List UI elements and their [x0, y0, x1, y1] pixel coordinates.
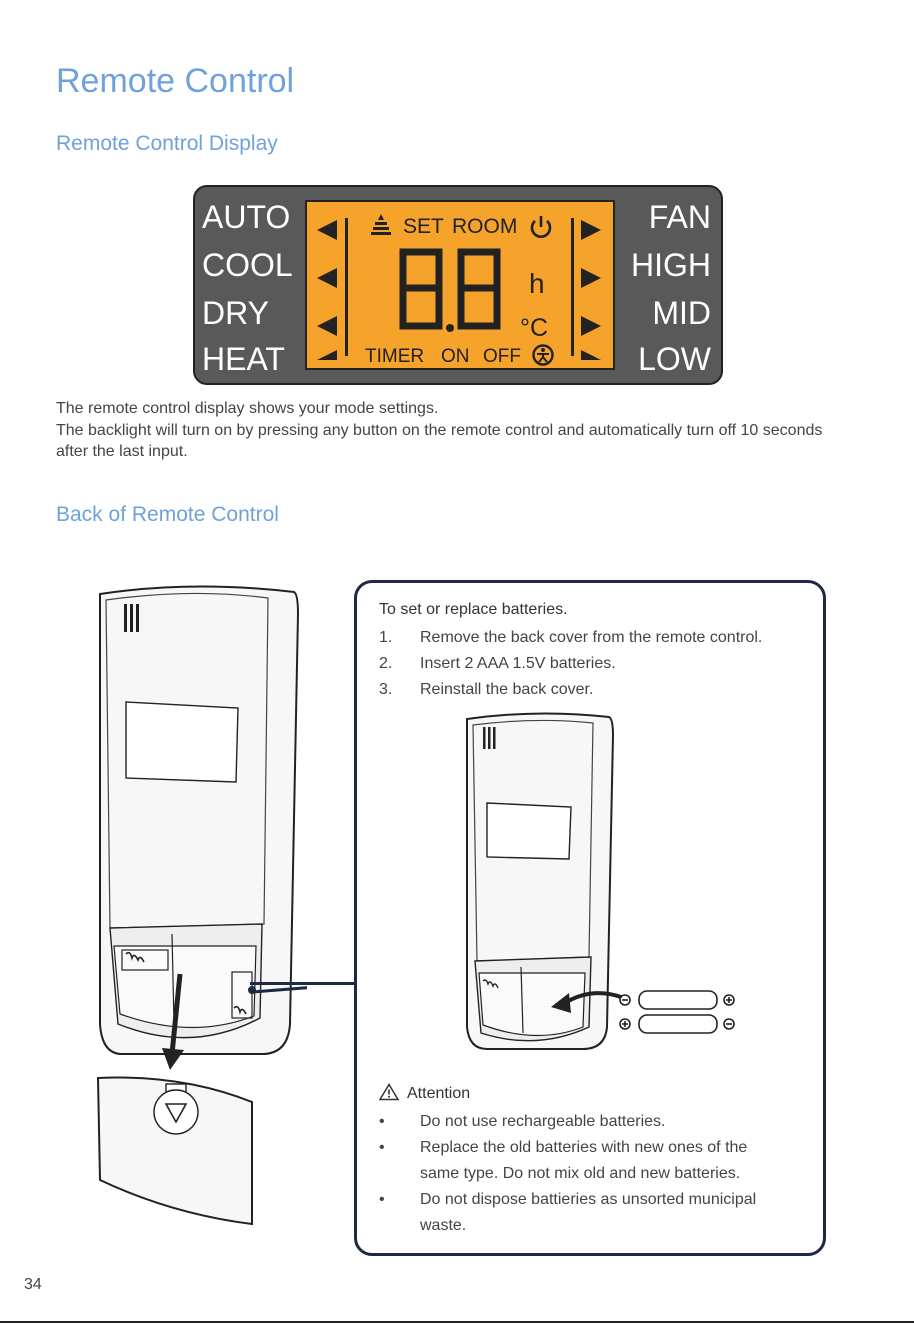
- battery-instructions-box: To set or replace batteries. 1. Remove t…: [354, 580, 826, 1256]
- step-text: Remove the back cover from the remote co…: [420, 629, 763, 646]
- left-arrow-icon: [317, 218, 348, 360]
- mode-heat: HEAT: [202, 341, 285, 377]
- attention-label: Attention: [407, 1085, 471, 1102]
- mode-mid: MID: [652, 295, 711, 331]
- display-description-line-1: The remote control display shows your mo…: [56, 400, 439, 417]
- page-title: Remote Control: [56, 62, 295, 100]
- callout-connector: [250, 982, 356, 985]
- bullet-mark: •: [379, 1191, 385, 1208]
- remote-lcd-display: AUTO COOL DRY HEAT FAN HIGH MID LOW: [193, 185, 723, 385]
- mode-fan: FAN: [648, 199, 711, 235]
- mode-low: LOW: [638, 341, 711, 377]
- section-heading-back: Back of Remote Control: [56, 503, 279, 526]
- mode-high: HIGH: [631, 247, 711, 283]
- bullet-mark: •: [379, 1139, 385, 1156]
- fan-speed-icon: [371, 214, 391, 235]
- lcd-label-off: OFF: [483, 346, 521, 367]
- display-description-line-2: The backlight will turn on by pressing a…: [56, 421, 823, 461]
- battery-instructions-title: To set or replace batteries.: [379, 601, 568, 618]
- lcd-label-on: ON: [441, 346, 470, 367]
- section-heading-display: Remote Control Display: [56, 132, 278, 155]
- step-number: 3.: [379, 681, 393, 698]
- bullet-mark: •: [379, 1113, 385, 1130]
- lcd-unit-hours: h: [529, 268, 545, 299]
- display-description: The remote control display shows your mo…: [56, 398, 856, 463]
- lcd-label-room: ROOM: [452, 215, 518, 238]
- right-arrow-icon: [571, 218, 601, 360]
- step-number: 2.: [379, 655, 393, 672]
- warning-icon: [378, 1083, 400, 1101]
- lcd-label-set: SET: [403, 215, 444, 238]
- bullet-text: Replace the old batteries with new ones …: [420, 1139, 748, 1182]
- bottom-rule: [0, 1321, 914, 1323]
- power-icon: [530, 216, 552, 238]
- battery-insertion-illustration: [466, 712, 735, 1050]
- step-text: Reinstall the back cover.: [420, 681, 594, 698]
- mode-dry: DRY: [202, 295, 269, 331]
- remote-back-illustration: [96, 585, 307, 1226]
- bullet-text: Do not use rechargeable batteries.: [420, 1113, 666, 1130]
- mode-cool: COOL: [202, 247, 293, 283]
- lcd-unit-celsius: °C: [520, 314, 549, 342]
- step-number: 1.: [379, 629, 393, 646]
- page-number: 34: [24, 1276, 42, 1293]
- step-text: Insert 2 AAA 1.5V batteries.: [420, 655, 616, 672]
- mode-auto: AUTO: [202, 199, 291, 235]
- lcd-label-timer: TIMER: [365, 346, 425, 367]
- attention-heading: Attention: [378, 1083, 471, 1103]
- lcd-digits: [399, 248, 501, 332]
- sleep-icon: [532, 344, 554, 366]
- bullet-text: Do not dispose battieries as unsorted mu…: [420, 1191, 757, 1234]
- lcd-screen: SET ROOM h °C TIMER ON OFF: [305, 200, 615, 370]
